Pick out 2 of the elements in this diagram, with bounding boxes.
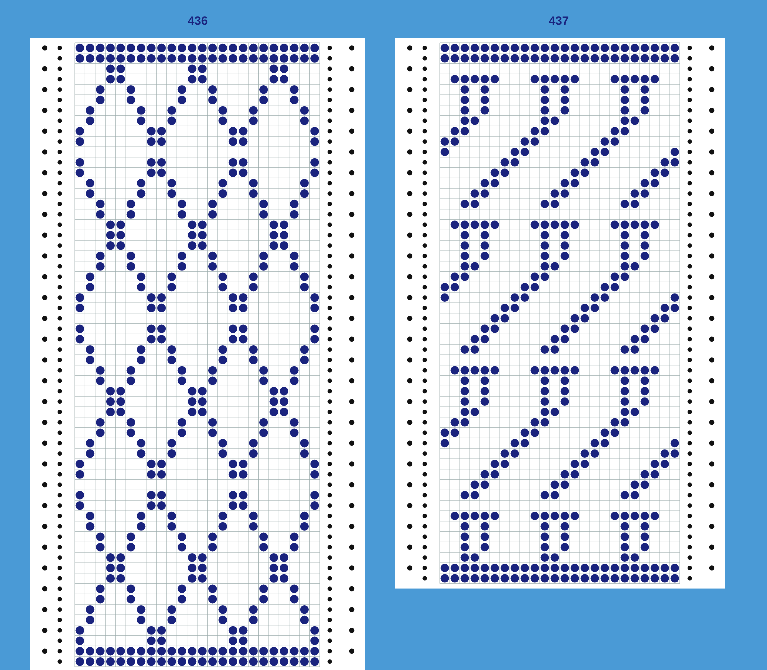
card-number: 437 [548,14,570,28]
card-number: 436 [188,14,208,28]
